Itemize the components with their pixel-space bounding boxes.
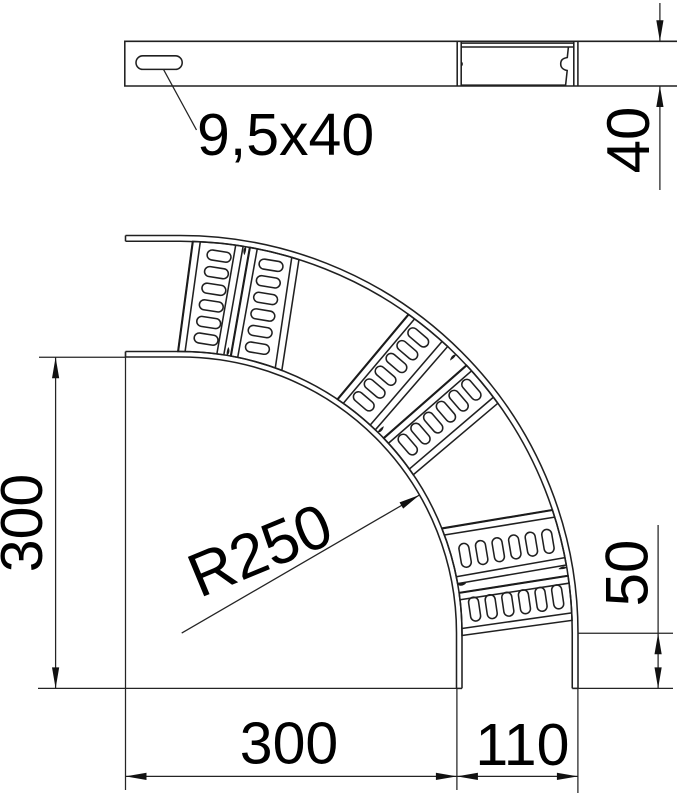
svg-text:300: 300 [0, 474, 55, 572]
svg-text:300: 300 [240, 711, 338, 777]
svg-text:110: 110 [475, 712, 569, 778]
svg-text:40: 40 [595, 107, 662, 174]
svg-text:50: 50 [593, 540, 660, 607]
svg-text:9,5x40: 9,5x40 [197, 102, 374, 168]
